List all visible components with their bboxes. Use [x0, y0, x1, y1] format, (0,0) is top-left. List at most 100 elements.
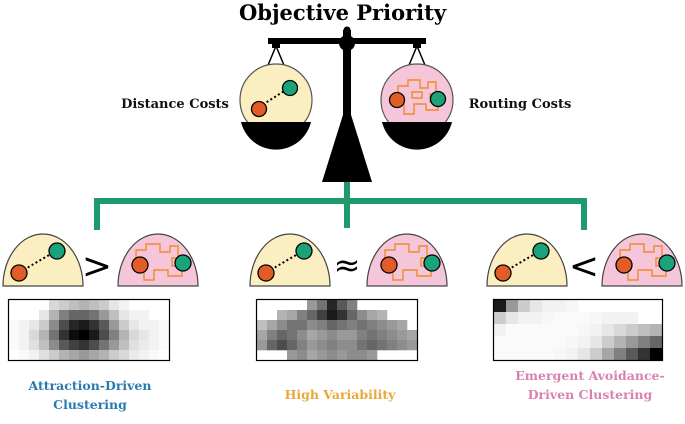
- orange-node: [380, 256, 398, 274]
- heatmap-cell: [89, 340, 100, 351]
- heatmap-cell: [139, 330, 150, 341]
- heatmap-cell: [139, 320, 150, 331]
- caption-avoidance: Emergent Avoidance-Driven Clustering: [515, 368, 665, 402]
- heatmap-cell: [506, 348, 519, 361]
- heatmap-cell: [129, 310, 140, 321]
- heatmap-cell: [307, 330, 318, 341]
- heatmap-cell: [566, 300, 579, 313]
- heatmap-cell: [542, 336, 555, 349]
- heatmap-cell: [327, 350, 338, 361]
- heatmap-cell: [590, 348, 603, 361]
- heatmap-cell: [277, 340, 288, 351]
- green-node: [48, 242, 66, 260]
- heatmap-cell: [307, 320, 318, 331]
- heatmap-cell: [377, 340, 388, 351]
- heatmap-cell: [554, 324, 567, 337]
- heatmap-cell: [590, 312, 603, 325]
- heatmap-cell: [129, 320, 140, 331]
- heatmap-border: [7, 298, 171, 362]
- heatmap-cell: [109, 320, 120, 331]
- heatmap-cell: [159, 320, 170, 331]
- heatmap-cell: [9, 330, 20, 341]
- heatmap-cell: [159, 340, 170, 351]
- heatmap-cell: [39, 310, 50, 321]
- heatmap-cell: [578, 312, 591, 325]
- heatmap-cell: [387, 330, 398, 341]
- heatmap-cell: [506, 336, 519, 349]
- heatmap-cell: [139, 350, 150, 361]
- heatmap-cell: [614, 336, 627, 349]
- heatmap-cell: [530, 336, 543, 349]
- heatmap-cell: [69, 310, 80, 321]
- heatmap-cell: [307, 350, 318, 361]
- heatmap-cell: [139, 310, 150, 321]
- heatmap-cell: [297, 310, 308, 321]
- heatmap-cell: [347, 300, 358, 311]
- comparison-3: <: [486, 233, 683, 362]
- route-path: [619, 243, 667, 281]
- heatmap-cell: [267, 320, 278, 331]
- heatmap-cell: [79, 320, 90, 331]
- heatmap-cell: [69, 330, 80, 341]
- heatmap-cell: [397, 340, 408, 351]
- orange-node: [10, 264, 28, 282]
- heatmap-cell: [29, 350, 40, 361]
- heatmap-attraction: [7, 298, 171, 362]
- orange-node: [388, 91, 406, 109]
- heatmap-cell: [39, 340, 50, 351]
- heatmap-cell: [277, 310, 288, 321]
- heatmap-cell: [518, 336, 531, 349]
- heatmap-cell: [518, 300, 531, 313]
- heatmap-cell: [59, 310, 70, 321]
- heatmap-cell: [377, 330, 388, 341]
- heatmap-cell: [19, 350, 30, 361]
- heatmap-cell: [79, 330, 90, 341]
- heatmap-cell: [59, 330, 70, 341]
- heatmap-cell: [566, 324, 579, 337]
- heatmap-cell: [149, 320, 160, 331]
- green-node: [658, 254, 676, 272]
- heatmap-cell: [49, 340, 60, 351]
- heatmap-cell: [119, 300, 130, 311]
- heatmap-cell: [347, 330, 358, 341]
- heatmap-cell: [69, 340, 80, 351]
- heatmap-cell: [99, 340, 110, 351]
- heatmap-cell: [650, 336, 663, 349]
- comparison-2: ≈: [249, 233, 448, 362]
- heatmap-cell: [542, 324, 555, 337]
- orange-node: [250, 100, 268, 118]
- scale-beam-hook-right: [413, 40, 421, 48]
- heatmap-cell: [602, 312, 615, 325]
- distance-costs-label: Distance Costs: [121, 97, 229, 112]
- heatmap-cell: [79, 310, 90, 321]
- heatmap-cell: [387, 340, 398, 351]
- comparison-1: >: [2, 233, 199, 362]
- heatmap-cell: [317, 300, 328, 311]
- heatmap-cell: [397, 320, 408, 331]
- heatmap-cell: [337, 320, 348, 331]
- heatmap-cell: [29, 320, 40, 331]
- heatmap-cell: [307, 340, 318, 351]
- heatmap-cell: [277, 330, 288, 341]
- heatmap-cell: [297, 330, 308, 341]
- heatmap-cell: [317, 340, 328, 351]
- heatmap-cell: [317, 310, 328, 321]
- heatmap-cell: [89, 330, 100, 341]
- heatmap-cell: [119, 320, 130, 331]
- heatmap-cell: [530, 312, 543, 325]
- heatmap-cell: [542, 312, 555, 325]
- heatmap-cell: [357, 320, 368, 331]
- heatmap-cell: [39, 330, 50, 341]
- heatmap-cell: [494, 348, 507, 361]
- heatmap-cell: [317, 330, 328, 341]
- comparison-symbol: >: [82, 246, 112, 287]
- caption-variability: High Variability: [284, 387, 396, 402]
- heatmap-cell: [59, 340, 70, 351]
- heatmap-cell: [49, 350, 60, 361]
- heatmap-cell: [626, 312, 639, 325]
- green-node: [532, 242, 550, 260]
- heatmap-cell: [614, 312, 627, 325]
- heatmap-avoidance: [492, 298, 664, 362]
- heatmap-cell: [357, 330, 368, 341]
- heatmap-border: [492, 298, 664, 362]
